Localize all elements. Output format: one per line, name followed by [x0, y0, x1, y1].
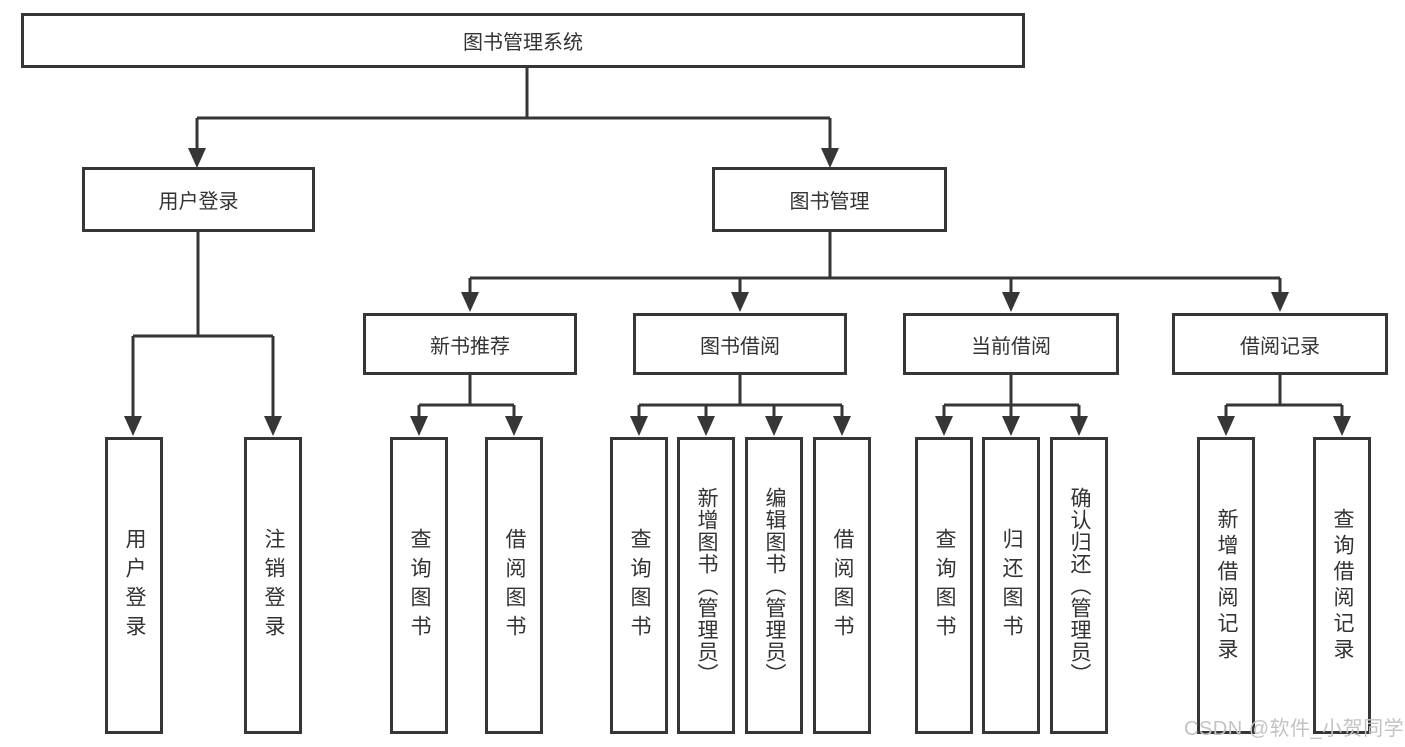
leaf-return-books: 归还图书 — [982, 437, 1040, 734]
leaf-add-borrow-record: 新增借阅记录 — [1197, 437, 1255, 734]
leaf-confirm-return-admin: 确认归还（管理员） — [1050, 437, 1108, 734]
node-label: 借阅图书 — [503, 527, 526, 644]
arrowhead-icon — [630, 416, 648, 436]
node-borrowing-records: 借阅记录 — [1172, 313, 1388, 375]
node-label: 图书借阅 — [700, 335, 780, 358]
arrowhead-icon — [1070, 416, 1088, 436]
arrowhead-icon — [1002, 292, 1020, 312]
node-label: 注销登录 — [262, 527, 285, 644]
node-book-borrowing: 图书借阅 — [633, 313, 847, 375]
leaf-borrow-books-1: 借阅图书 — [485, 437, 543, 734]
arrowhead-icon — [935, 416, 953, 436]
node-new-book-recommend: 新书推荐 — [363, 313, 577, 375]
leaf-user-login: 用户登录 — [105, 437, 163, 734]
leaf-logout: 注销登录 — [244, 437, 302, 734]
arrowhead-icon — [264, 416, 282, 436]
arrowhead-icon — [1217, 416, 1235, 436]
arrowhead-icon — [821, 148, 839, 168]
node-label: 归还图书 — [1000, 527, 1023, 644]
node-label: 编辑图书（管理员） — [763, 486, 786, 685]
node-root-system: 图书管理系统 — [21, 13, 1025, 68]
connector-current-borrow-children — [935, 375, 1088, 436]
node-label: 图书管理 — [789, 191, 870, 213]
arrowhead-icon — [1002, 416, 1020, 436]
arrowhead-icon — [410, 416, 428, 436]
node-label: 当前借阅 — [971, 335, 1051, 358]
leaf-add-books-admin: 新增图书（管理员） — [677, 437, 735, 734]
connector-new-book-children — [410, 375, 523, 436]
arrowhead-icon — [505, 416, 523, 436]
node-label: 借阅记录 — [1240, 335, 1320, 358]
arrowhead-icon — [833, 416, 851, 436]
arrowhead-icon — [1271, 292, 1289, 312]
node-label: 图书管理系统 — [463, 32, 583, 54]
leaf-edit-books-admin: 编辑图书（管理员） — [745, 437, 803, 734]
node-label: 用户登录 — [158, 191, 239, 213]
arrowhead-icon — [765, 416, 783, 436]
node-book-management: 图书管理 — [712, 167, 947, 232]
node-label: 新书推荐 — [430, 335, 510, 358]
csdn-watermark: CSDN @软件_小贺同学 — [1184, 718, 1405, 740]
leaf-query-books-3: 查询图书 — [915, 437, 973, 734]
node-label: 查询图书 — [408, 527, 431, 644]
arrowhead-icon — [461, 292, 479, 312]
arrowhead-icon — [697, 416, 715, 436]
leaf-borrow-books-2: 借阅图书 — [813, 437, 871, 734]
connector-borrow-records-children — [1217, 375, 1351, 436]
node-label: 新增借阅记录 — [1215, 507, 1238, 664]
node-user-login: 用户登录 — [82, 167, 315, 232]
node-label: 借阅图书 — [831, 527, 854, 644]
arrowhead-icon — [731, 292, 749, 312]
arrowhead-icon — [1333, 416, 1351, 436]
node-current-borrowing: 当前借阅 — [903, 313, 1119, 375]
connector-book-borrow-children — [630, 375, 851, 436]
node-label: 查询图书 — [628, 527, 651, 644]
node-label: 查询图书 — [933, 527, 956, 644]
node-label: 确认归还（管理员） — [1068, 486, 1091, 685]
node-label: 新增图书（管理员） — [695, 486, 718, 685]
connector-user-login-children — [124, 232, 282, 436]
node-label: 查询借阅记录 — [1331, 507, 1354, 664]
arrowhead-icon — [124, 416, 142, 436]
connector-root-to-level2 — [188, 68, 839, 168]
node-label: 用户登录 — [123, 527, 146, 644]
connector-book-management-children — [461, 232, 1289, 312]
leaf-query-borrow-record: 查询借阅记录 — [1313, 437, 1371, 734]
arrowhead-icon — [188, 148, 206, 168]
leaf-query-books-1: 查询图书 — [390, 437, 448, 734]
leaf-query-books-2: 查询图书 — [610, 437, 668, 734]
